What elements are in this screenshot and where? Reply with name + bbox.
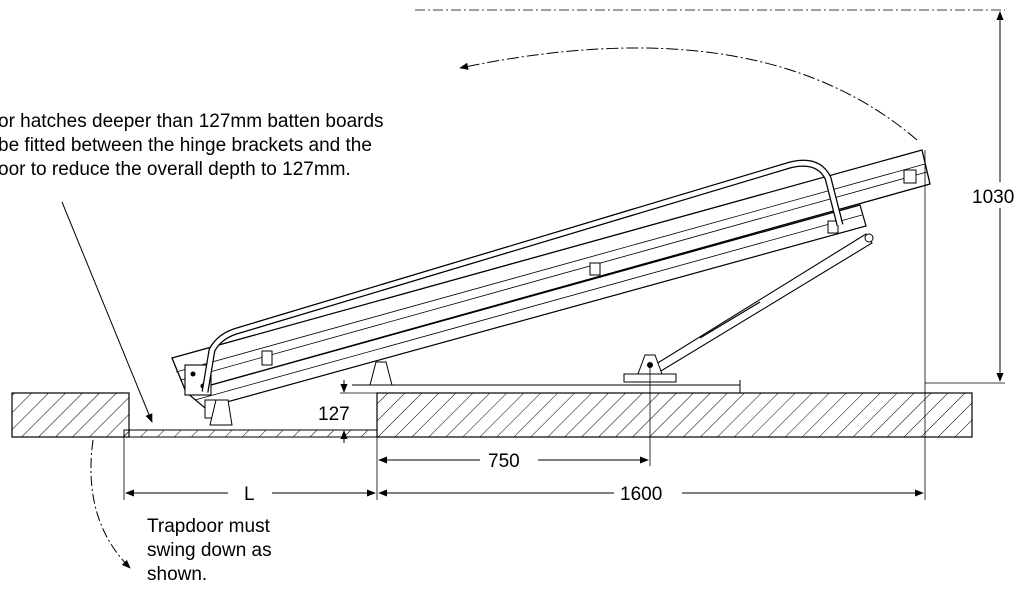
trapdoor-note-line-2: swing down as — [147, 540, 272, 561]
trapdoor-swing-arc — [90, 439, 131, 569]
batten-note-leader — [61, 201, 153, 423]
trapdoor-note-line-1: Trapdoor must — [147, 516, 270, 537]
ceiling-right-block — [376, 392, 973, 438]
trapdoor-note: Trapdoor must swing down as shown. — [147, 515, 272, 587]
hinge-brackets — [209, 361, 741, 426]
folded-ladder — [171, 149, 931, 419]
batten-board-note: or hatches deeper than 127mm batten boar… — [0, 110, 384, 182]
dimension-height: 1030 — [925, 11, 1026, 384]
dimension-pivot-label: 750 — [488, 451, 520, 472]
dimension-depth: 127 — [318, 380, 377, 443]
dimension-length-label: 1600 — [620, 484, 662, 505]
dimension-length: 1600 — [378, 484, 924, 505]
dimension-height-label: 1030 — [972, 187, 1014, 208]
ladder-swing-arc — [459, 47, 918, 141]
trapdoor-panel — [123, 429, 378, 438]
batten-note-line-1: or hatches deeper than 127mm batten boar… — [0, 111, 384, 132]
ceiling-section — [11, 392, 973, 438]
dimension-opening-label: L — [244, 484, 255, 505]
dimension-opening: L — [125, 484, 376, 505]
batten-note-line-3: oor to reduce the overall depth to 127mm… — [0, 159, 351, 180]
ceiling-left-block — [11, 392, 130, 438]
batten-note-line-2: be fitted between the hinge brackets and… — [0, 135, 372, 156]
dimension-depth-label: 127 — [318, 404, 350, 425]
handrail — [201, 159, 844, 393]
dimension-pivot: 750 — [378, 451, 649, 472]
trapdoor-note-line-3: shown. — [147, 564, 208, 585]
